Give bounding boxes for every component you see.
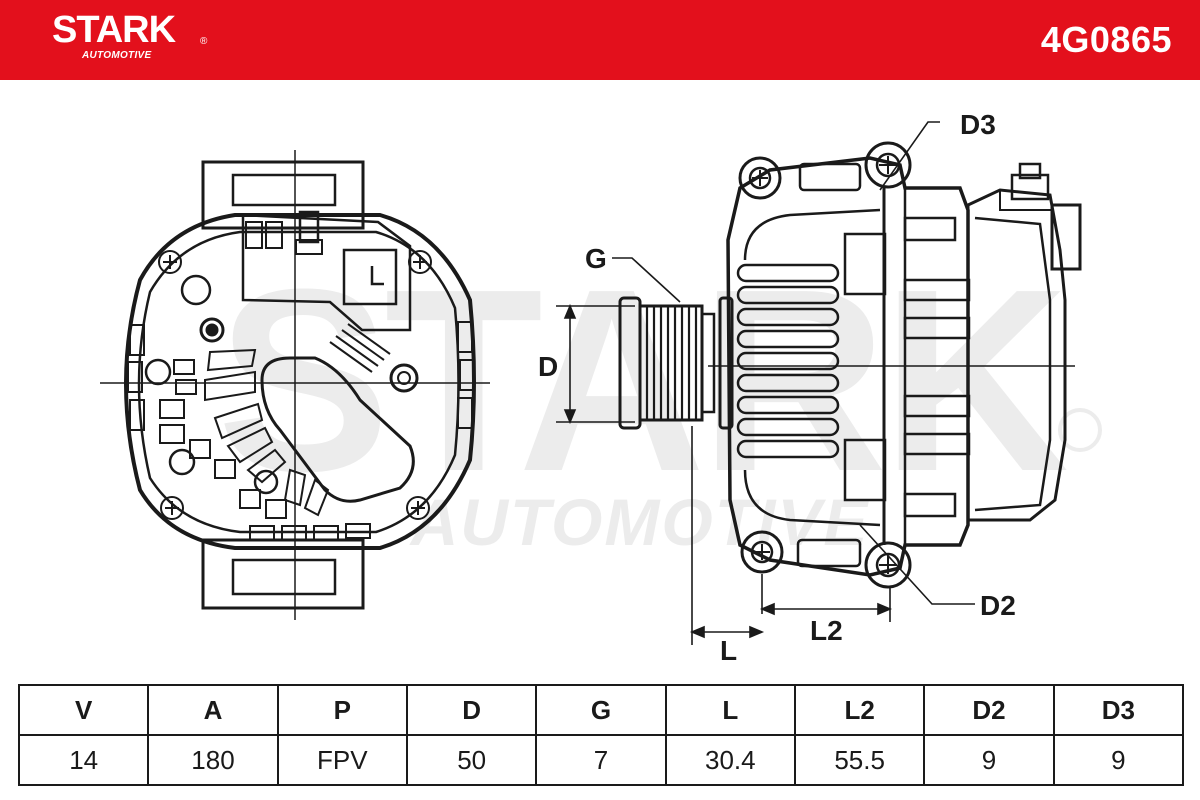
registered-icon: ® bbox=[200, 36, 208, 47]
label-d3: D3 bbox=[960, 109, 996, 140]
mount-ear-bottom-left bbox=[740, 530, 784, 574]
spec-value: 14 bbox=[17, 734, 150, 786]
label-d: D bbox=[538, 351, 558, 382]
spec-header: L bbox=[664, 684, 796, 736]
spec-header: P bbox=[276, 684, 408, 736]
alternator-rear-view bbox=[100, 150, 490, 620]
spec-value: FPV bbox=[276, 734, 408, 786]
alternator-side-view bbox=[618, 141, 1082, 589]
spec-header: D3 bbox=[1052, 684, 1185, 736]
spec-value: 180 bbox=[147, 734, 279, 786]
spec-value: 50 bbox=[405, 734, 538, 786]
header-bar: STARK ® AUTOMOTIVE 4G0865 bbox=[0, 0, 1200, 80]
part-number: 4G0865 bbox=[1040, 19, 1172, 60]
spec-value: 55.5 bbox=[793, 734, 926, 786]
watermark-stark: STARK bbox=[217, 236, 1068, 526]
mount-ear-top-left bbox=[738, 156, 782, 200]
watermark: STARK AUTOMOTIVE bbox=[217, 236, 1102, 559]
dimension-labels: D3 G D D2 L2 L bbox=[538, 109, 1016, 666]
spec-table: V A P D G L L2 D2 D3 14 180 FPV 50 7 30.… bbox=[17, 684, 1185, 786]
spec-value: 7 bbox=[535, 734, 667, 786]
brand-subtitle: AUTOMOTIVE bbox=[82, 50, 152, 61]
spec-header: A bbox=[147, 684, 279, 736]
mount-ear-top-right bbox=[864, 141, 912, 189]
spec-header: V bbox=[17, 684, 150, 736]
spec-value: 9 bbox=[1052, 734, 1185, 786]
spec-header: G bbox=[535, 684, 667, 736]
label-l: L bbox=[720, 635, 737, 666]
spec-header: D bbox=[405, 684, 538, 736]
watermark-automotive: AUTOMOTIVE bbox=[409, 485, 870, 559]
spec-header: D2 bbox=[923, 684, 1055, 736]
spec-value-row: 14 180 FPV 50 7 30.4 55.5 9 9 bbox=[17, 734, 1185, 786]
alternator-drawing: STARK AUTOMOTIVE bbox=[100, 109, 1102, 666]
label-l2: L2 bbox=[810, 615, 843, 646]
spec-header-row: V A P D G L L2 D2 D3 bbox=[17, 684, 1185, 736]
brand-logo[interactable]: STARK ® AUTOMOTIVE bbox=[52, 9, 207, 62]
brand-name: STARK bbox=[52, 9, 176, 51]
label-d2: D2 bbox=[980, 590, 1016, 621]
label-g: G bbox=[585, 243, 607, 274]
spec-header: L2 bbox=[793, 684, 926, 736]
dimension-annotations bbox=[556, 121, 975, 645]
spec-value: 30.4 bbox=[664, 734, 796, 786]
spec-value: 9 bbox=[923, 734, 1055, 786]
mount-ear-bottom-right bbox=[864, 541, 912, 589]
watermark-registered-icon bbox=[1058, 408, 1102, 452]
